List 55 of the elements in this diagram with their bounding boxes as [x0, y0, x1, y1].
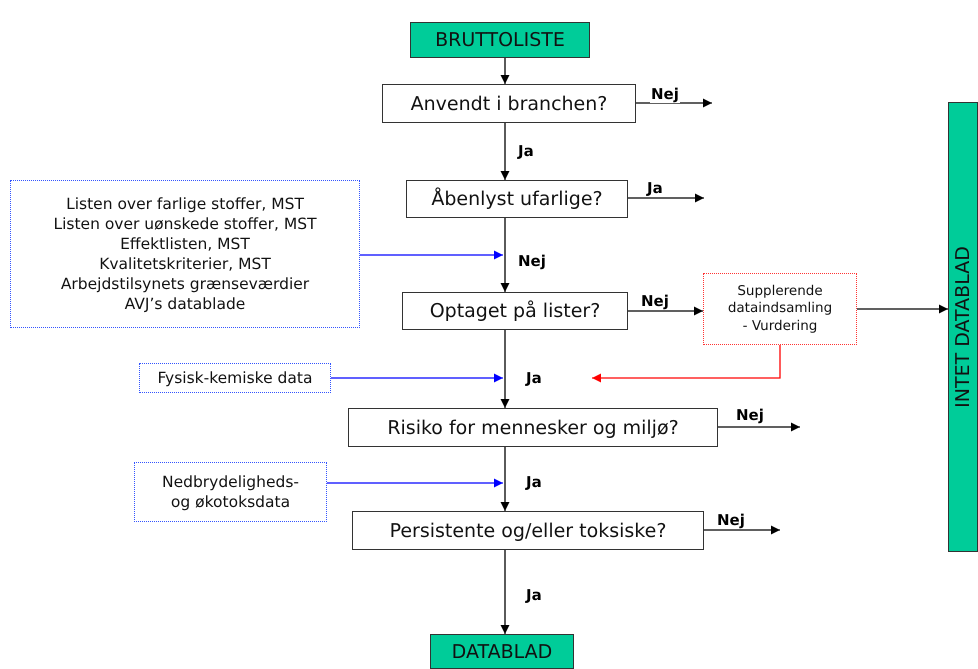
- connector-arrow: [857, 304, 948, 314]
- connector-arrow: [628, 306, 703, 316]
- edge-label: Ja: [525, 474, 543, 490]
- process-box: [703, 273, 857, 345]
- node-label: BRUTTOLISTE: [435, 29, 565, 51]
- node-label: Risiko for mennesker og miljø?: [387, 416, 679, 438]
- node-label: Listen over uønskede stoffer, MST: [53, 214, 317, 234]
- node-label: AVJ’s datablade: [124, 294, 246, 314]
- arrow: [592, 345, 781, 382]
- node-label: Arbejdstilsynets grænseværdier: [60, 274, 310, 294]
- decision-box: [402, 292, 628, 330]
- edge-label: Ja: [646, 180, 664, 196]
- edge-label: Nej: [716, 512, 746, 528]
- connector-arrow: [500, 123, 510, 180]
- decision-box: [382, 84, 636, 123]
- edge-label: Nej: [517, 253, 547, 270]
- data-source-box: [10, 180, 360, 328]
- arrow: [718, 422, 800, 432]
- edge-label: Ja: [525, 370, 543, 386]
- connector-arrow: [500, 447, 510, 511]
- node-label: Persistente og/eller toksiske?: [390, 520, 666, 542]
- decision-box: [406, 180, 628, 218]
- result-band: [948, 102, 978, 552]
- arrow: [327, 478, 503, 488]
- connector-arrow: [500, 550, 510, 634]
- arrow: [704, 526, 780, 534]
- decision-box: [348, 408, 718, 447]
- node-label: DATABLAD: [452, 640, 552, 662]
- data-source-box: [139, 363, 331, 393]
- arrow: [636, 98, 712, 108]
- node-label: Fysisk-kemiske data: [158, 368, 312, 388]
- node-label: Listen over farlige stoffer, MST: [66, 194, 304, 214]
- data-source-box: [134, 462, 327, 522]
- node-label: Supplerende dataindsamling - Vurdering: [726, 282, 834, 336]
- edge-label: Nej: [640, 293, 670, 310]
- node-label: Åbenlyst ufarlige?: [431, 188, 603, 210]
- edge-label: Nej: [650, 86, 680, 102]
- band-label: INTET DATABLAD: [952, 246, 974, 408]
- connector-arrow: [500, 218, 510, 292]
- terminal-box: [410, 22, 590, 58]
- edge-label: Ja: [517, 143, 535, 160]
- connector-arrow: [500, 58, 510, 84]
- node-label: Effektlisten, MST: [120, 234, 250, 254]
- node-label: Nedbrydeligheds- og økotoksdata: [160, 472, 300, 512]
- node-label: Kvalitetskriterier, MST: [99, 254, 271, 274]
- arrow: [331, 374, 503, 382]
- node-label: Optaget på lister?: [430, 300, 600, 322]
- arrow: [628, 194, 704, 202]
- edge-label: Ja: [525, 587, 543, 604]
- arrow: [360, 250, 503, 260]
- decision-box: [352, 511, 704, 550]
- edge-label: Nej: [735, 407, 765, 424]
- terminal-box: [430, 634, 574, 669]
- node-label: Anvendt i branchen?: [410, 92, 608, 114]
- connector-arrow: [500, 330, 510, 408]
